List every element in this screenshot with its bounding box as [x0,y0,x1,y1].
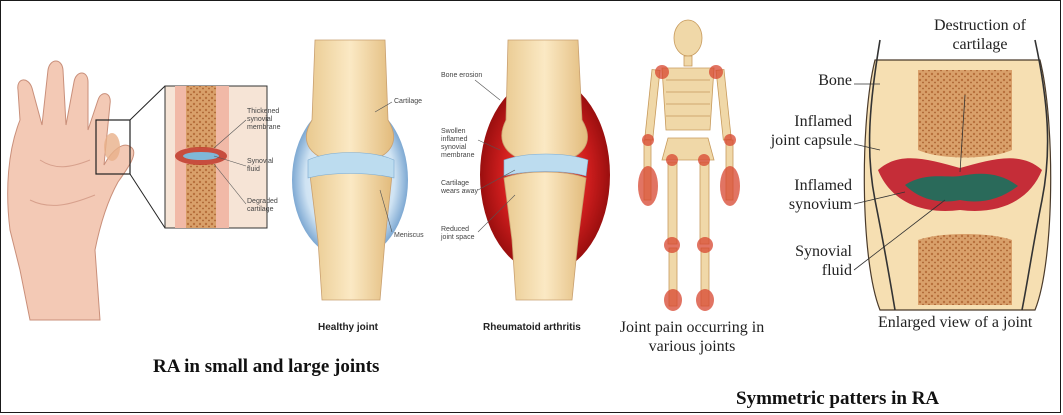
caption-healthy-joint: Healthy joint [318,322,378,333]
label-bone-erosion: Bone erosion [441,72,482,80]
caption-enlarged-joint: Enlarged view of a joint [878,314,1032,332]
caption-joint-pain: Joint pain occurring in various joints [612,318,772,356]
enlarged-joint-illustration [854,40,1051,310]
hand-illustration [8,61,165,320]
label-cartilage: Cartilage [394,98,422,106]
label-meniscus: Meniscus [394,232,424,240]
label-cartilage-wears-away: Cartilage wears away [441,180,479,196]
label-inflamed-joint-capsule: Inflamed joint capsule [770,112,852,150]
caption-rheumatoid-arthritis: Rheumatoid arthritis [483,322,581,333]
label-destruction-of-cartilage: Destruction of cartilage [930,16,1030,54]
skeleton-illustration [644,20,733,306]
label-reduced-joint-space: Reduced joint space [441,226,479,242]
label-bone: Bone [800,72,852,90]
caption-ra-small-large-joints: RA in small and large joints [153,356,379,378]
label-synovial-fluid-finger: Synovial fluid [247,158,287,174]
label-synovial-fluid: Synovial fluid [770,242,852,280]
caption-symmetric-patterns: Symmetric patters in RA [736,388,939,410]
ra-knee [475,40,610,300]
healthy-knee [292,40,408,300]
label-inflamed-synovium: Inflamed synovium [770,176,852,214]
label-degraded-cartilage: Degraded cartilage [247,198,291,214]
label-swollen-synovial-membrane: Swollen inflamed synovial membrane [441,128,481,160]
label-thickened-synovial-membrane: Thickened synovial membrane [247,108,295,132]
